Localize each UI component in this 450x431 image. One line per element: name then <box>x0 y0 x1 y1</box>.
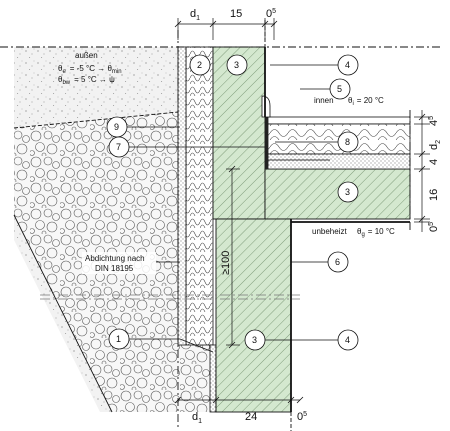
svg-text:8: 8 <box>345 137 350 147</box>
screed-layer <box>267 153 411 170</box>
dim-05-top: 05 <box>266 8 276 20</box>
dim-100: ≥100 <box>220 251 232 275</box>
slope-line <box>13 111 179 129</box>
leader-lines <box>125 64 339 353</box>
sealing-note: Abdichtung nach DIN 18195 <box>82 252 180 274</box>
callout-7: 7 <box>108 136 130 158</box>
callout-1: 1 <box>108 328 130 350</box>
dim-05-right: 05 <box>428 222 440 232</box>
callout-3c: 3 <box>244 329 266 351</box>
right-dimension: 45 d2 4 16 05 <box>414 110 442 232</box>
callout-9: 9 <box>106 116 128 138</box>
dim-d1-bottom: d1 <box>192 411 202 425</box>
top-dimension: d1 15 05 <box>174 8 278 40</box>
callout-4a: 4 <box>337 54 359 76</box>
svg-text:9: 9 <box>114 122 119 132</box>
unheated-temp: θg= 10 °C <box>357 227 395 238</box>
svg-text:6: 6 <box>335 257 340 267</box>
dim-45-right: 45 <box>428 116 440 126</box>
dim-05-bottom: 05 <box>297 411 307 423</box>
callout-6: 6 <box>327 251 349 273</box>
floor-covering <box>267 116 411 125</box>
outside-line-1: θe= -5 °C → θmin <box>58 64 122 75</box>
lower-protection <box>209 344 217 413</box>
dim-24-bottom: 24 <box>245 411 257 423</box>
perimeter-insulation <box>185 46 214 346</box>
edge-strip <box>265 117 268 169</box>
dim-4-right: 4 <box>428 159 440 165</box>
callout-3a: 3 <box>226 54 248 76</box>
svg-text:2: 2 <box>197 60 202 70</box>
protection-layer <box>177 46 187 346</box>
inside-temp: θi= 20 °C <box>348 96 384 107</box>
concrete-wall-upper <box>212 46 266 220</box>
svg-text:3: 3 <box>345 187 350 197</box>
soil-dotted <box>14 47 178 128</box>
sealing-line-1: Abdichtung nach <box>85 254 145 263</box>
outside-line-2: θbw= 5 °C → ψ <box>58 75 115 86</box>
dim-15-top: 15 <box>230 8 242 20</box>
concrete-slab <box>264 168 411 220</box>
svg-text:3: 3 <box>234 60 239 70</box>
outside-title: außen <box>75 51 98 60</box>
outside-conditions: außen θe= -5 °C → θmin θbw= 5 °C → ψ <box>58 51 122 86</box>
unheated-conditions: unbeheizt θg= 10 °C <box>312 227 395 238</box>
skirting <box>261 95 271 118</box>
svg-text:7: 7 <box>116 142 121 152</box>
dimension-100: ≥100 <box>220 165 240 349</box>
dim-d2-right: d2 <box>428 140 442 150</box>
svg-text:1: 1 <box>116 334 121 344</box>
callout-2: 2 <box>189 54 211 76</box>
bottom-dimension: d1 24 05 <box>174 394 307 425</box>
callout-5: 5 <box>329 78 351 100</box>
svg-text:5: 5 <box>337 84 342 94</box>
dim-d1-top: d1 <box>190 8 200 22</box>
inside-conditions: innen θi= 20 °C <box>314 96 384 107</box>
dim-16-right: 16 <box>428 189 440 201</box>
svg-text:4: 4 <box>345 335 350 345</box>
svg-text:4: 4 <box>345 60 350 70</box>
unheated-label: unbeheizt <box>312 227 347 236</box>
callout-4b: 4 <box>337 329 359 351</box>
callout-8: 8 <box>337 131 359 153</box>
concrete-wall-lower <box>215 218 292 413</box>
sealing-line-2: DIN 18195 <box>95 264 134 273</box>
inside-label: innen <box>314 96 334 105</box>
callout-3b: 3 <box>337 181 359 203</box>
excavation-line <box>13 214 113 413</box>
svg-text:3: 3 <box>252 335 257 345</box>
